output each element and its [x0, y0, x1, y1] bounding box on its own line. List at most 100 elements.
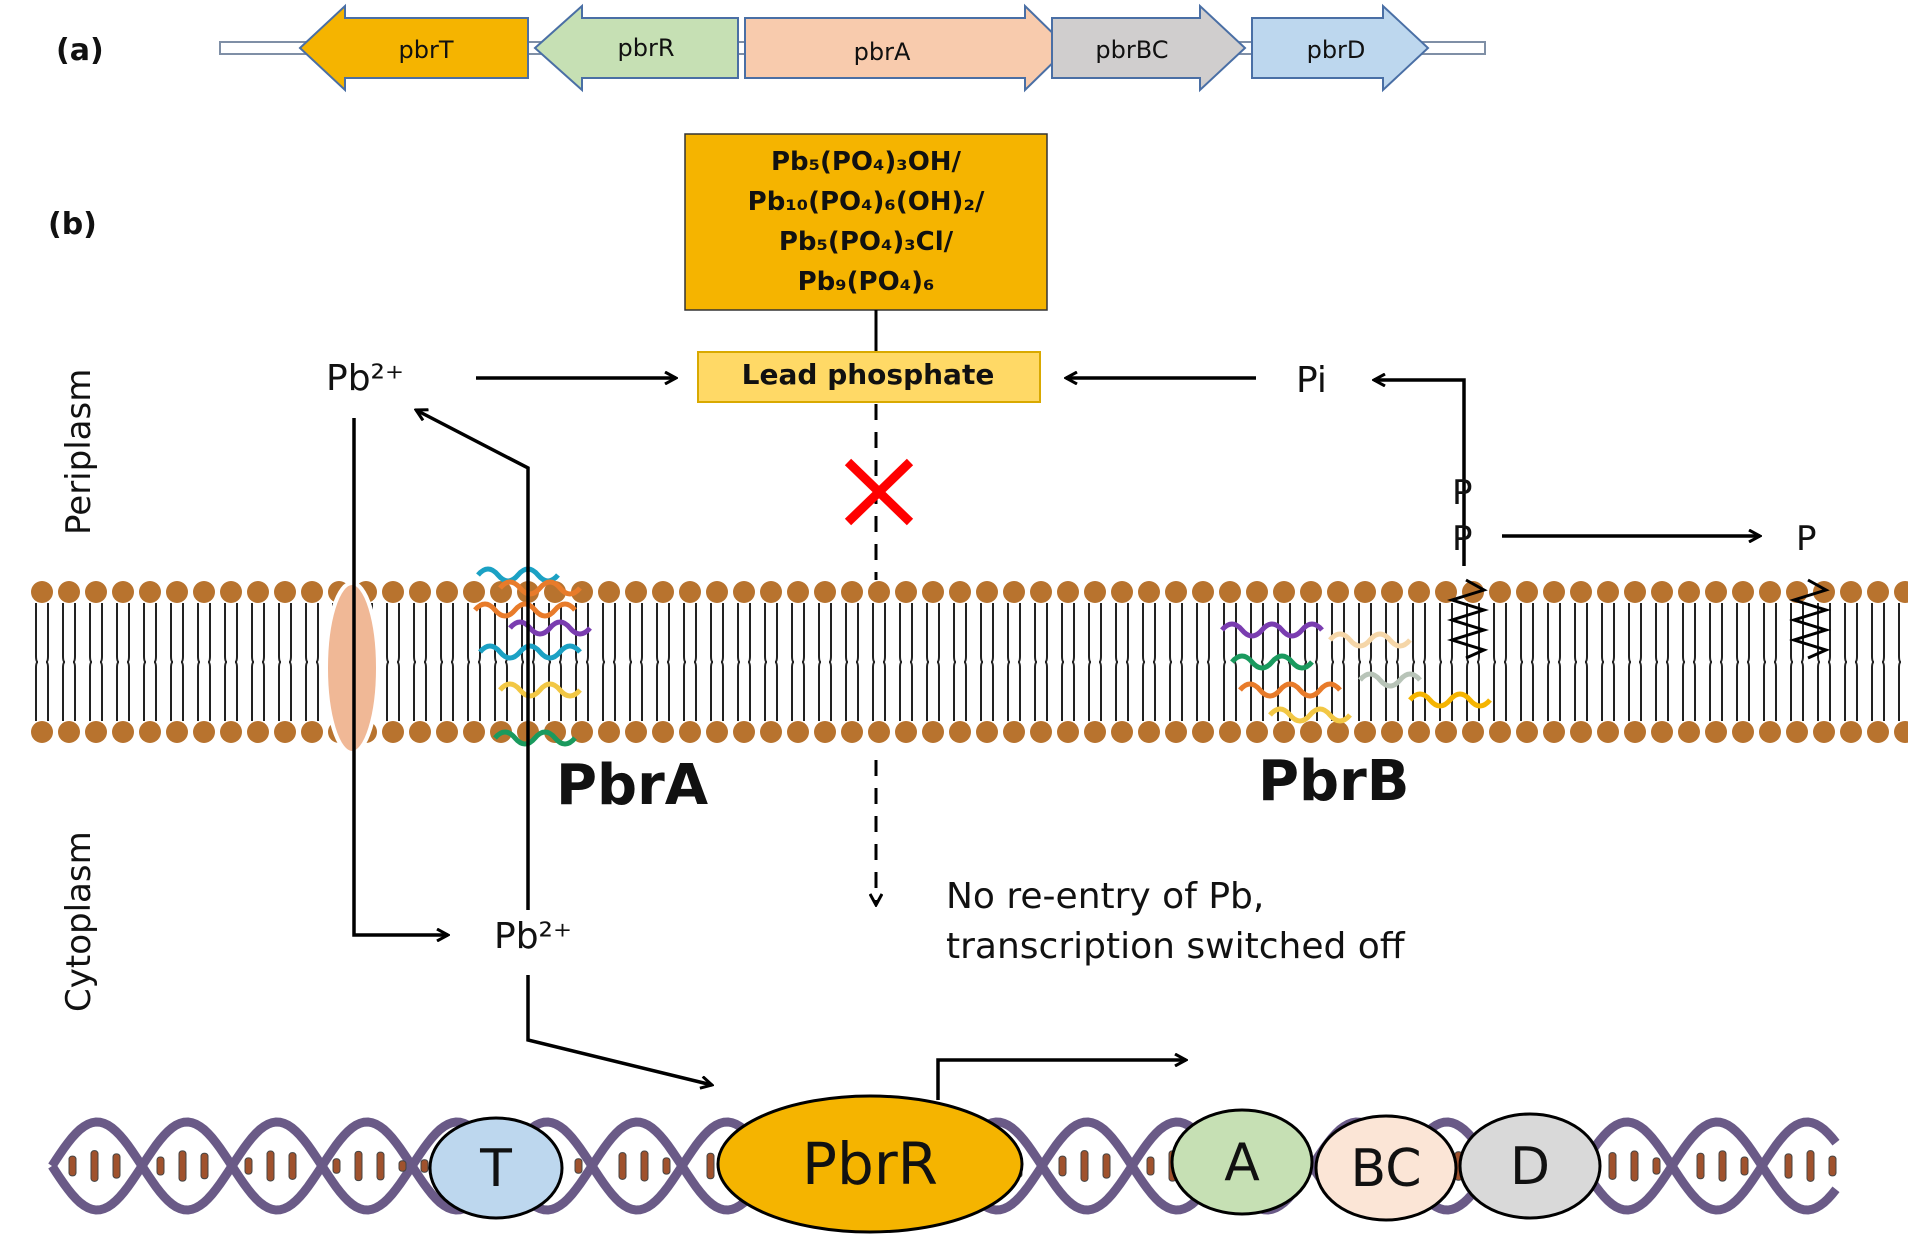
- lipid-head: [1354, 581, 1376, 603]
- block-x-mark: [844, 458, 914, 526]
- lipid-tail: [467, 603, 471, 663]
- lipid-tail: [1422, 603, 1426, 663]
- lipid-tail: [1007, 603, 1011, 663]
- lipid-tail: [612, 661, 616, 721]
- lipid-head: [1813, 721, 1835, 743]
- lipid-tail: [180, 603, 184, 663]
- panel-a-label: (a): [56, 33, 104, 68]
- lipid-tail: [1493, 661, 1497, 721]
- lipid-head: [436, 721, 458, 743]
- lipid-head: [1543, 721, 1565, 743]
- lipid-head: [1327, 721, 1349, 743]
- lipid-tail: [1665, 603, 1669, 663]
- lipid-tail: [1142, 603, 1146, 663]
- lipid-head: [571, 581, 593, 603]
- lipid-head: [139, 721, 161, 743]
- lipid-head: [85, 721, 107, 743]
- lipid-tail: [909, 661, 913, 721]
- lipid-head: [1732, 581, 1754, 603]
- lipid-tail: [693, 603, 697, 663]
- lipid-head: [1381, 581, 1403, 603]
- pbra-protein: [473, 566, 592, 747]
- lipid-tail: [720, 661, 724, 721]
- lipid-tail: [1763, 661, 1767, 721]
- dna-base-pair: [200, 1152, 209, 1180]
- lipid-tail: [126, 661, 130, 721]
- lipid-tail: [1287, 661, 1291, 721]
- lipid-head: [58, 721, 80, 743]
- lipid-tail: [585, 661, 589, 721]
- dna-base-pair: [1146, 1156, 1155, 1176]
- gene-label-pbrT: pbrT: [399, 36, 454, 64]
- lipid-tail: [683, 603, 687, 663]
- lipid-tail: [1115, 603, 1119, 663]
- lipid-head: [193, 721, 215, 743]
- lipid-tail: [1250, 603, 1254, 663]
- lipid-tail: [89, 661, 93, 721]
- lipid-head: [1489, 721, 1511, 743]
- lipid-tail: [1449, 603, 1453, 663]
- lipid-head: [652, 721, 674, 743]
- dna-base-pair: [640, 1150, 649, 1182]
- lipid-tail: [1682, 661, 1686, 721]
- lipid-head: [895, 721, 917, 743]
- lipid-tail: [1071, 661, 1075, 721]
- lipid-tail: [45, 661, 49, 721]
- lipid-head: [112, 581, 134, 603]
- lipid-tail: [980, 661, 984, 721]
- lipid-head: [1840, 581, 1862, 603]
- lipid-tail: [1007, 661, 1011, 721]
- gene-label-pbrA: pbrA: [854, 38, 911, 66]
- lipid-tail: [99, 603, 103, 663]
- arrow-to-pi: [1374, 380, 1466, 566]
- arrow-pb-efflux: [416, 410, 530, 910]
- lipid-tail: [1034, 603, 1038, 663]
- panel-b-label: (b): [48, 207, 97, 242]
- lipid-tail: [305, 603, 309, 663]
- lipid-head: [1138, 581, 1160, 603]
- lipid-head: [814, 581, 836, 603]
- dna-base-pair: [1806, 1150, 1815, 1182]
- lipid-tail: [774, 661, 778, 721]
- formula-line-4: Pb₉(PO₄)₆: [797, 267, 935, 297]
- lipid-tail: [99, 661, 103, 721]
- dna-base-pair: [1718, 1150, 1727, 1182]
- lipid-head: [1192, 721, 1214, 743]
- lipid-tail: [936, 661, 940, 721]
- lipid-tail: [656, 603, 660, 663]
- lipid-tail: [1871, 661, 1875, 721]
- lipid-head: [1840, 721, 1862, 743]
- lipid-tail: [423, 603, 427, 663]
- dna-base-pair: [1652, 1157, 1661, 1175]
- lipid-tail: [1061, 661, 1065, 721]
- lipid-tail: [899, 603, 903, 663]
- lipid-tail: [1196, 603, 1200, 663]
- lipid-tail: [666, 603, 670, 663]
- phosphate-upper-label: P: [1452, 473, 1473, 513]
- lipid-tail: [1709, 661, 1713, 721]
- lipid-tail: [1034, 661, 1038, 721]
- lipid-tail: [1790, 603, 1794, 663]
- lipid-tail: [521, 661, 525, 721]
- lipid-head: [463, 581, 485, 603]
- lipid-tail: [1179, 661, 1183, 721]
- lipid-head: [1597, 721, 1619, 743]
- lipid-tail: [234, 661, 238, 721]
- lipid-tail: [1611, 661, 1615, 721]
- lipid-tail: [1638, 603, 1642, 663]
- lipid-tail: [180, 661, 184, 721]
- dna-base-pair: [706, 1152, 715, 1180]
- lipid-head: [220, 581, 242, 603]
- lipid-tail: [1557, 603, 1561, 663]
- lipid-head: [1246, 721, 1268, 743]
- lipid-tail: [1341, 661, 1345, 721]
- lipid-tail: [477, 661, 481, 721]
- lipid-head: [733, 581, 755, 603]
- gene-d-label: D: [1510, 1137, 1550, 1197]
- lipid-head: [220, 721, 242, 743]
- dna-base-pair: [398, 1160, 407, 1172]
- lipid-tail: [629, 661, 633, 721]
- lipid-head: [1894, 581, 1908, 603]
- gene-arrow-pbrBC: [1051, 3, 1247, 93]
- lipid-head: [706, 721, 728, 743]
